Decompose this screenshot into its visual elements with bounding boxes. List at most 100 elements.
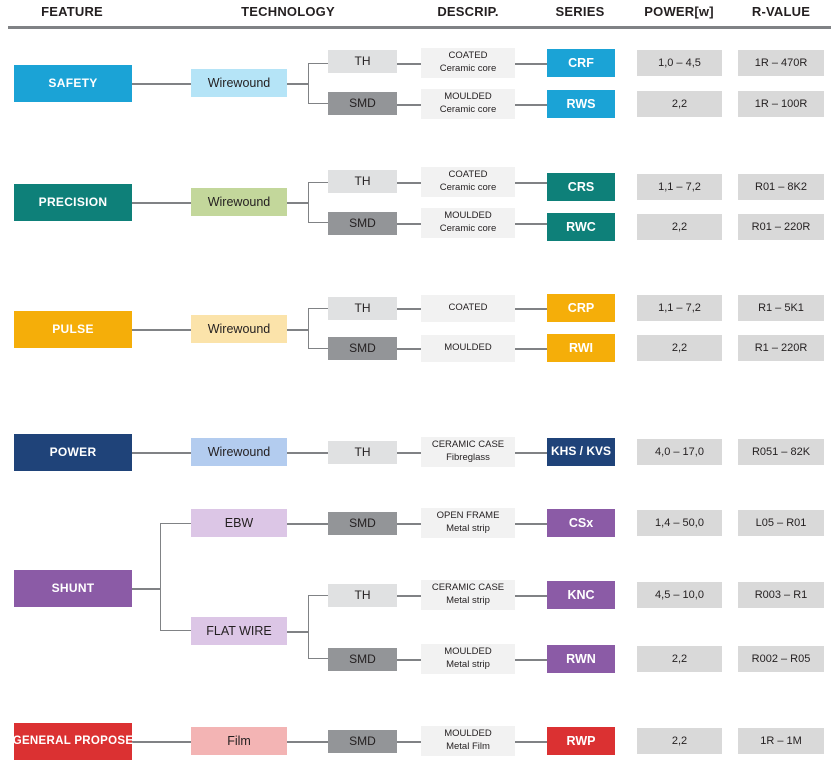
series-box-csx[interactable]: CSx — [547, 509, 615, 537]
power-box-rws[interactable]: 2,2 — [637, 91, 722, 117]
connector-general-descrip-series — [515, 741, 547, 743]
series-box-rwc[interactable]: RWC — [547, 213, 615, 241]
rvalue-box-rws[interactable]: 1R – 100R — [738, 91, 824, 117]
power-label: 2,2 — [671, 220, 688, 233]
package-label: SMD — [349, 215, 376, 230]
connector-shunt-descrip-rwn — [515, 659, 547, 661]
power-box-crp[interactable]: 1,1 – 7,2 — [637, 295, 722, 321]
descrip-box-power-th[interactable]: CERAMIC CASE Fibreglass — [421, 437, 515, 467]
package-box-shunt-flatwire-smd[interactable]: SMD — [328, 648, 397, 671]
descrip-box-safety-th[interactable]: COATED Ceramic core — [421, 48, 515, 78]
technology-box-pulse-wirewound[interactable]: Wirewound — [191, 315, 287, 343]
package-box-precision-th[interactable]: TH — [328, 170, 397, 193]
series-box-rws[interactable]: RWS — [547, 90, 615, 118]
descrip-box-precision-smd[interactable]: MOULDED Ceramic core — [421, 208, 515, 238]
rvalue-label: L05 – R01 — [755, 516, 807, 529]
package-label: TH — [354, 444, 371, 459]
descrip-box-general-rwp[interactable]: MOULDED Metal Film — [421, 726, 515, 756]
series-box-crp[interactable]: CRP — [547, 294, 615, 322]
rvalue-box-crp[interactable]: R1 – 5K1 — [738, 295, 824, 321]
package-box-safety-smd[interactable]: SMD — [328, 92, 397, 115]
connector-safety-smd-descrip — [397, 104, 421, 106]
series-box-crf[interactable]: CRF — [547, 49, 615, 77]
feature-box-precision[interactable]: PRECISION — [14, 184, 132, 221]
power-label: 1,1 – 7,2 — [658, 301, 701, 314]
feature-box-general-propose[interactable]: GENERAL PROPOSE — [13, 723, 133, 760]
power-box-knc[interactable]: 4,5 – 10,0 — [637, 582, 722, 608]
feature-box-shunt[interactable]: SHUNT — [14, 570, 132, 607]
series-box-knc[interactable]: KNC — [547, 581, 615, 609]
package-box-pulse-th[interactable]: TH — [328, 297, 397, 320]
series-box-rwi[interactable]: RWI — [547, 334, 615, 362]
descrip-box-pulse-th[interactable]: COATED — [421, 295, 515, 322]
series-label: RWS — [566, 96, 596, 111]
power-box-khs-kvs[interactable]: 4,0 – 17,0 — [637, 439, 722, 465]
power-box-rwi[interactable]: 2,2 — [637, 335, 722, 361]
power-box-rwp[interactable]: 2,2 — [637, 728, 722, 754]
rvalue-box-rwp[interactable]: 1R – 1M — [738, 728, 824, 754]
descrip-line-2: Ceramic core — [439, 223, 497, 234]
series-label: RWC — [566, 219, 596, 234]
technology-box-power-wirewound[interactable]: Wirewound — [191, 438, 287, 466]
series-box-rwp[interactable]: RWP — [547, 727, 615, 755]
connector-general-tech-smd — [287, 741, 328, 743]
technology-box-safety-wirewound[interactable]: Wirewound — [191, 69, 287, 97]
descrip-line-2: Metal Film — [446, 741, 490, 752]
descrip-line-1: CERAMIC CASE — [431, 439, 505, 451]
power-box-rwn[interactable]: 2,2 — [637, 646, 722, 672]
rvalue-label: R002 – R05 — [751, 652, 811, 665]
rvalue-box-khs-kvs[interactable]: R051 – 82K — [738, 439, 824, 465]
power-box-rwc[interactable]: 2,2 — [637, 214, 722, 240]
power-box-crf[interactable]: 1,0 – 4,5 — [637, 50, 722, 76]
series-box-rwn[interactable]: RWN — [547, 645, 615, 673]
feature-box-pulse[interactable]: PULSE — [14, 311, 132, 348]
package-box-safety-th[interactable]: TH — [328, 50, 397, 73]
series-label: RWI — [568, 340, 594, 355]
technology-box-general-film[interactable]: Film — [191, 727, 287, 755]
descrip-line-2: Ceramic core — [439, 182, 497, 193]
bracket-shunt-flat-wire — [308, 595, 328, 659]
technology-box-shunt-flat-wire[interactable]: FLAT WIRE — [191, 617, 287, 645]
rvalue-box-crs[interactable]: R01 – 8K2 — [738, 174, 824, 200]
power-box-crs[interactable]: 1,1 – 7,2 — [637, 174, 722, 200]
technology-box-precision-wirewound[interactable]: Wirewound — [191, 188, 287, 216]
package-label: SMD — [349, 733, 376, 748]
connector-precision-descrip-crs — [515, 182, 547, 184]
column-header-feature: FEATURE — [41, 4, 103, 19]
rvalue-box-rwi[interactable]: R1 – 220R — [738, 335, 824, 361]
package-label: TH — [354, 300, 371, 315]
descrip-box-safety-smd[interactable]: MOULDED Ceramic core — [421, 89, 515, 119]
bracket-pulse — [308, 308, 328, 349]
descrip-box-precision-th[interactable]: COATED Ceramic core — [421, 167, 515, 197]
package-box-pulse-smd[interactable]: SMD — [328, 337, 397, 360]
package-box-shunt-flatwire-th[interactable]: TH — [328, 584, 397, 607]
power-box-csx[interactable]: 1,4 – 50,0 — [637, 510, 722, 536]
rvalue-box-crf[interactable]: 1R – 470R — [738, 50, 824, 76]
package-label: SMD — [349, 340, 376, 355]
feature-label: PRECISION — [38, 194, 108, 209]
descrip-box-shunt-csx[interactable]: OPEN FRAME Metal strip — [421, 508, 515, 538]
feature-box-safety[interactable]: SAFETY — [14, 65, 132, 102]
descrip-box-pulse-smd[interactable]: MOULDED — [421, 335, 515, 362]
descrip-line-1: COATED — [448, 50, 488, 62]
package-box-power-th[interactable]: TH — [328, 441, 397, 464]
descrip-box-shunt-rwn[interactable]: MOULDED Metal strip — [421, 644, 515, 674]
technology-label: Wirewound — [207, 444, 271, 459]
connector-pulse-tech-bracket — [287, 329, 309, 331]
descrip-box-shunt-knc[interactable]: CERAMIC CASE Metal strip — [421, 580, 515, 610]
package-box-general-smd[interactable]: SMD — [328, 730, 397, 753]
rvalue-box-rwc[interactable]: R01 – 220R — [738, 214, 824, 240]
series-box-khs-kvs[interactable]: KHS / KVS — [547, 438, 615, 466]
rvalue-box-csx[interactable]: L05 – R01 — [738, 510, 824, 536]
package-box-precision-smd[interactable]: SMD — [328, 212, 397, 235]
connector-shunt-descrip-csx — [515, 523, 547, 525]
feature-box-power[interactable]: POWER — [14, 434, 132, 471]
rvalue-box-rwn[interactable]: R002 – R05 — [738, 646, 824, 672]
package-label: SMD — [349, 651, 376, 666]
rvalue-box-knc[interactable]: R003 – R1 — [738, 582, 824, 608]
package-box-shunt-ebw-smd[interactable]: SMD — [328, 512, 397, 535]
connector-pulse-th-descrip — [397, 308, 421, 310]
series-box-crs[interactable]: CRS — [547, 173, 615, 201]
technology-box-shunt-ebw[interactable]: EBW — [191, 509, 287, 537]
